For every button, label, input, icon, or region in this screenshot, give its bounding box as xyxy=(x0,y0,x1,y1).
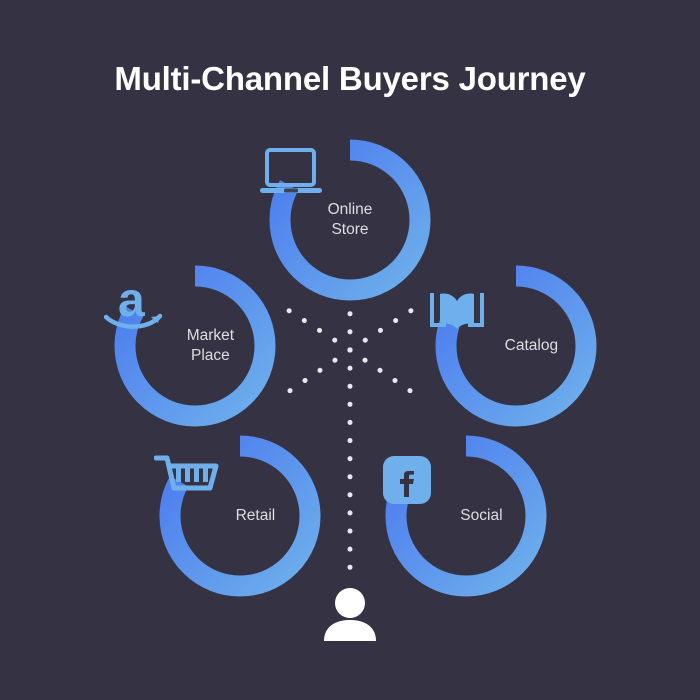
svg-text:a: a xyxy=(118,276,145,327)
label-social: Social xyxy=(460,507,503,524)
ring-catalog xyxy=(435,265,597,427)
node-retail[interactable]: Retail xyxy=(152,428,328,604)
shopping-cart-icon xyxy=(153,452,222,513)
node-online-store[interactable]: Online Store xyxy=(260,132,438,308)
page-title: Multi-Channel Buyers Journey xyxy=(114,60,586,97)
ray-market-place xyxy=(285,307,353,353)
ring-retail xyxy=(159,435,321,597)
laptop-icon xyxy=(260,146,326,213)
node-social[interactable]: Social xyxy=(378,428,554,604)
user-avatar-icon xyxy=(320,585,380,645)
ray-catalog xyxy=(347,307,415,353)
node-catalog[interactable]: Catalog xyxy=(428,258,604,434)
ring-social xyxy=(385,435,547,597)
ring-online-store xyxy=(269,139,431,301)
label-market-place: Market Place xyxy=(186,327,235,364)
ray-social xyxy=(347,347,415,395)
ray-retail xyxy=(285,347,353,395)
node-market-place[interactable]: a Market Place xyxy=(103,258,283,434)
facebook-icon xyxy=(381,454,433,511)
label-catalog: Catalog xyxy=(504,337,559,354)
ring-market-place xyxy=(114,265,276,427)
amazon-icon: a xyxy=(103,274,170,339)
label-online-store: Online Store xyxy=(327,201,373,238)
label-retail: Retail xyxy=(235,507,276,524)
open-book-icon xyxy=(426,287,488,348)
